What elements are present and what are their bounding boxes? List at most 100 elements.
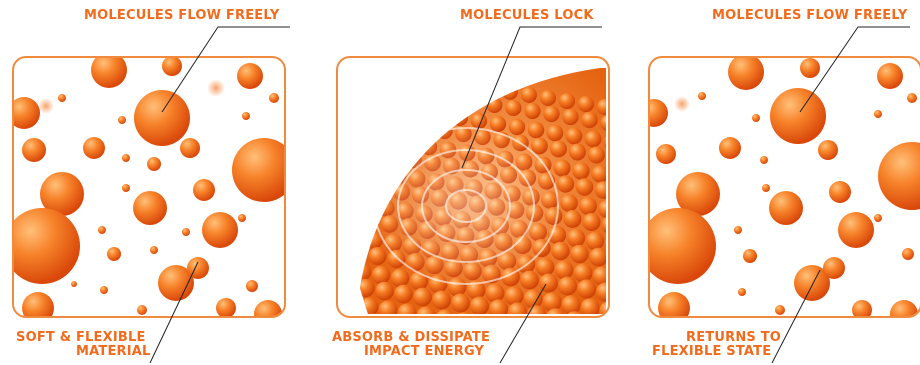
lattice-molecule — [589, 248, 608, 267]
lattice-molecule — [555, 261, 574, 280]
lattice-molecule — [367, 146, 383, 162]
lattice-molecule — [338, 225, 345, 243]
lattice-molecule — [388, 66, 403, 81]
lattice-molecule — [468, 94, 484, 110]
lattice-molecule — [338, 241, 348, 259]
lattice-molecule — [464, 78, 480, 94]
lattice-molecule — [558, 276, 577, 295]
panel2-bottom-label-line2: IMPACT ENERGY — [364, 345, 484, 359]
lattice-molecule — [576, 178, 594, 196]
lattice-molecule — [445, 75, 461, 91]
lattice-molecule — [524, 103, 540, 119]
lattice-molecule — [473, 315, 492, 316]
panel3-bottom-label-line2: FLEXIBLE STATE — [652, 345, 771, 359]
lattice-molecule — [566, 128, 583, 145]
panel2-top-label: MOLECULES LOCK — [460, 9, 594, 23]
lattice-molecule — [578, 96, 594, 112]
lattice-molecule — [394, 285, 413, 304]
lattice-molecule — [553, 159, 570, 176]
lattice-molecule — [582, 213, 600, 231]
lattice-molecule — [432, 291, 451, 310]
lattice-molecule — [351, 61, 366, 76]
lattice-molecule — [338, 92, 353, 107]
panel-molecules-lock — [336, 56, 610, 318]
lattice-molecule — [338, 276, 356, 294]
lattice-molecule — [341, 295, 360, 314]
lattice-molecule — [357, 95, 373, 111]
panel1-bottom-label-line2: MATERIAL — [76, 345, 151, 359]
lattice-molecule — [559, 93, 575, 109]
lattice-molecule — [542, 292, 561, 311]
lattice-molecule — [560, 194, 578, 212]
lattice-molecule — [391, 269, 409, 287]
lattice-molecule — [376, 98, 392, 114]
lattice-molecule — [540, 90, 556, 106]
lattice-molecule — [452, 110, 468, 126]
lattice-molecule — [360, 298, 379, 316]
lattice-molecule — [502, 84, 518, 100]
lattice-molecule — [449, 91, 465, 107]
lattice-molecule — [433, 107, 449, 123]
molecules-group-3 — [650, 58, 920, 316]
lattice-molecule — [352, 162, 369, 179]
lattice-molecule — [584, 314, 604, 316]
panel-flow-freely-1 — [12, 56, 286, 318]
panel-flow-freely-2 — [648, 56, 920, 318]
lattice-molecule — [570, 245, 589, 264]
lattice-molecule — [369, 63, 384, 78]
lattice-molecule — [572, 162, 589, 179]
lattice-molecule — [521, 87, 537, 103]
lattice-molecule — [487, 97, 503, 113]
lattice-molecule — [547, 125, 564, 142]
lattice-molecule — [356, 279, 375, 298]
lattice-molecule — [591, 165, 608, 182]
lattice-molecule — [536, 258, 555, 277]
lattice-molecule — [343, 209, 360, 226]
lattice-molecule — [338, 124, 342, 140]
lattice-molecule — [338, 140, 346, 156]
lattice-molecule — [520, 271, 539, 290]
lattice-molecule — [430, 88, 446, 104]
lattice-molecule — [413, 288, 432, 307]
lattice-molecule — [372, 266, 390, 284]
lattice-molecule — [577, 279, 596, 298]
lattice-molecule — [557, 175, 574, 192]
lattice-molecule — [354, 76, 369, 91]
lattice-molecule — [338, 175, 353, 192]
lattice-molecule — [375, 282, 394, 301]
lattice-molecule — [451, 293, 470, 312]
lattice-molecule — [509, 119, 525, 135]
lattice-molecule — [342, 108, 358, 124]
lattice-molecule — [550, 141, 567, 158]
impact-rings — [371, 126, 561, 286]
lattice-molecule — [383, 133, 399, 149]
lattice-molecule — [355, 178, 372, 195]
lattice-molecule — [361, 111, 377, 127]
lattice-molecule — [426, 72, 441, 87]
lattice-molecule — [350, 244, 368, 262]
lattice-molecule — [579, 197, 597, 215]
lattice-molecule — [470, 296, 489, 315]
lattice-molecule — [567, 229, 585, 247]
panel3-top-label: MOLECULES FLOW FREELY — [712, 9, 907, 23]
lattice-molecule — [338, 159, 349, 176]
lattice-molecule — [398, 117, 414, 133]
panel3-bottom-label-line1: RETURNS TO — [686, 331, 781, 345]
lattice-molecule — [395, 101, 411, 117]
lattice-molecule — [345, 127, 361, 143]
free-molecules-illustration-1 — [14, 58, 284, 316]
molecules-group-1 — [14, 58, 284, 316]
lattice-molecule — [483, 81, 499, 97]
locked-molecules-illustration — [338, 58, 608, 316]
lattice-molecule — [569, 144, 586, 161]
lattice-molecule — [539, 274, 558, 293]
lattice-molecule — [380, 114, 396, 130]
lattice-molecule — [364, 130, 380, 146]
lattice-molecule — [339, 193, 356, 210]
lattice-molecule — [348, 143, 364, 159]
lattice-molecule — [486, 284, 505, 303]
panel1-bottom-label-line1: SOFT & FLEXIBLE — [16, 331, 146, 345]
free-molecules-illustration-2 — [650, 58, 920, 316]
lattice-molecule — [581, 112, 597, 128]
lattice-molecule — [505, 100, 521, 116]
